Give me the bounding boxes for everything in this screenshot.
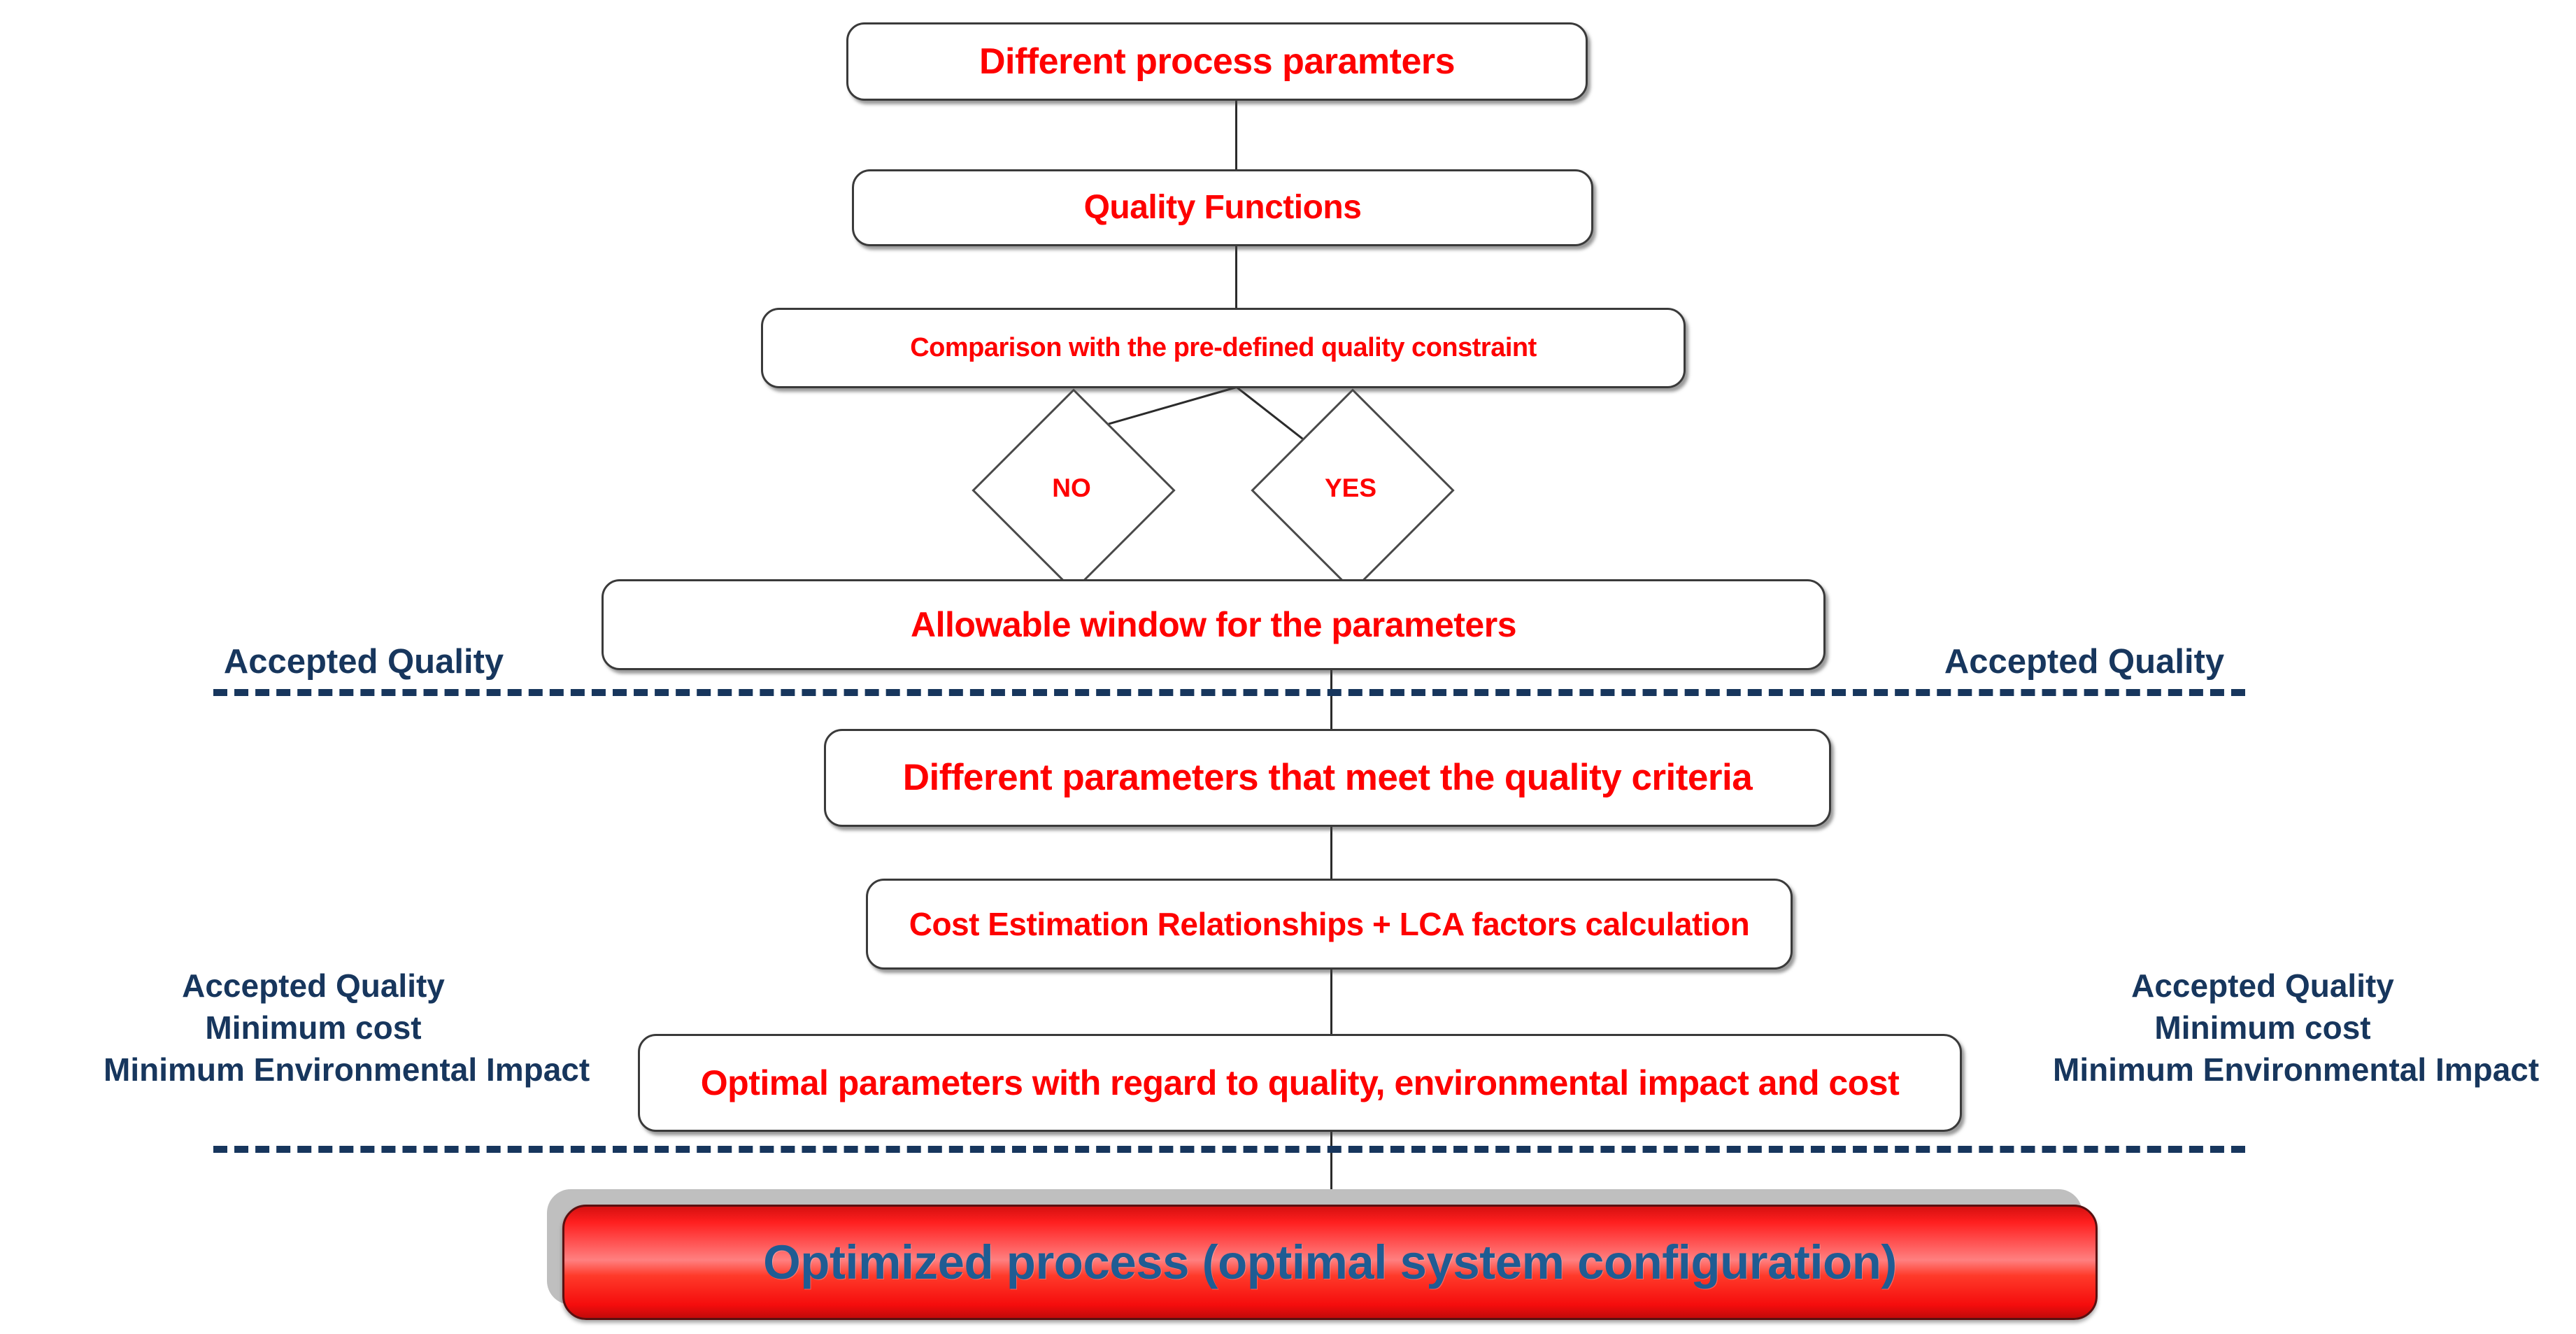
connector-allowable-to-different — [1330, 670, 1332, 761]
node-label: Comparison with the pre-defined quality … — [910, 332, 1537, 362]
connector-params-to-quality — [1235, 98, 1237, 175]
annotation-upper-right: Accepted Quality — [1923, 640, 2245, 685]
connector-cost-to-optimal — [1330, 968, 1332, 1052]
annotation-upper-left: Accepted Quality — [203, 640, 525, 685]
node-comparison-constraint[interactable]: Comparison with the pre-defined quality … — [761, 308, 1686, 388]
node-decision-yes[interactable]: YES — [1251, 388, 1455, 593]
annotation-line: Minimum Environmental Impact — [2053, 1051, 2540, 1088]
node-label: NO — [1052, 474, 1091, 502]
annotation-line: Minimum cost — [2154, 1009, 2371, 1046]
annotation-line: Accepted Quality — [182, 967, 445, 1004]
annotation-lower-left: Accepted Quality Minimum cost Minimum En… — [104, 965, 590, 1091]
annotation-line: Accepted Quality — [223, 643, 504, 681]
annotation-line: Accepted Quality — [1944, 643, 2225, 681]
node-label: Allowable window for the parameters — [911, 604, 1517, 644]
node-label: Different process paramters — [979, 41, 1456, 82]
node-optimized-process[interactable]: Optimized process (optimal system config… — [562, 1205, 2098, 1320]
node-optimal-parameters[interactable]: Optimal parameters with regard to qualit… — [638, 1034, 1962, 1132]
node-different-process-parameters[interactable]: Different process paramters — [846, 22, 1588, 101]
node-optimized-process-wrapper: Optimized process (optimal system config… — [547, 1189, 2098, 1320]
annotation-lower-right: Accepted Quality Minimum cost Minimum En… — [2053, 965, 2540, 1091]
node-decision-no[interactable]: NO — [972, 388, 1176, 593]
annotation-line: Accepted Quality — [2131, 967, 2394, 1004]
annotation-line: Minimum cost — [205, 1009, 422, 1046]
lower-dashed-separator — [213, 1146, 2245, 1153]
node-label: YES — [1324, 474, 1377, 502]
annotation-line: Minimum Environmental Impact — [104, 1051, 590, 1088]
node-different-parameters-meet[interactable]: Different parameters that meet the quali… — [824, 729, 1831, 827]
node-quality-functions[interactable]: Quality Functions — [852, 169, 1593, 246]
upper-dashed-separator — [213, 689, 2245, 696]
connector-different-to-cost — [1330, 824, 1332, 915]
node-cost-estimation[interactable]: Cost Estimation Relationships + LCA fact… — [866, 879, 1793, 970]
connector-quality-to-comparison — [1235, 243, 1237, 312]
connector-optimal-to-optimized — [1330, 1132, 1332, 1217]
node-label: Different parameters that meet the quali… — [902, 757, 1753, 799]
node-label: Cost Estimation Relationships + LCA fact… — [909, 905, 1750, 942]
node-label: Quality Functions — [1083, 188, 1362, 226]
node-label: Optimized process (optimal system config… — [763, 1235, 1897, 1289]
node-label: Optimal parameters with regard to qualit… — [700, 1063, 1900, 1102]
node-allowable-window[interactable]: Allowable window for the parameters — [602, 579, 1826, 670]
